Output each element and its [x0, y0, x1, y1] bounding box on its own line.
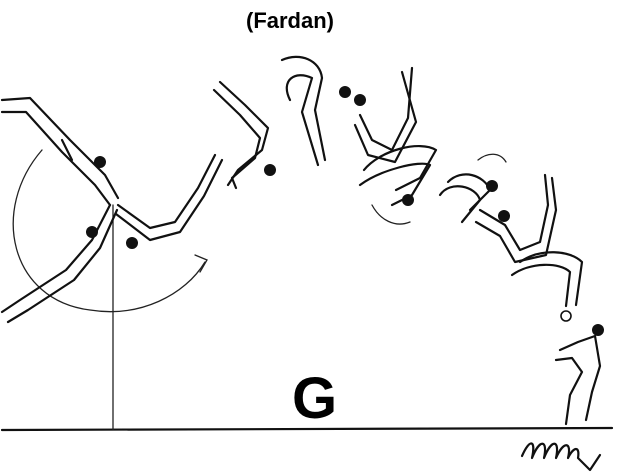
gymnast-figure-4: [212, 80, 276, 190]
skill-name: (Fardan): [246, 8, 334, 33]
floor-line: [0, 426, 614, 432]
gymnast-figure-5: [280, 55, 351, 167]
gymnast-figure-6: [353, 66, 418, 164]
gymnast-figure-8: [438, 153, 507, 224]
difficulty-grade: G: [292, 366, 338, 431]
gymnast-figure-3: [114, 153, 224, 249]
gymnast-figure-1: [0, 96, 120, 207]
gymnast-figure-9: [474, 173, 558, 264]
gymnast-figure-11: [554, 324, 604, 426]
arc-arrow-icon: [194, 254, 208, 273]
gymnast-figure-7: [358, 145, 438, 225]
gymnast-figure-2: [0, 203, 119, 324]
giant-swing-arc: [12, 149, 206, 313]
gymnast-figure-10: [510, 251, 584, 322]
